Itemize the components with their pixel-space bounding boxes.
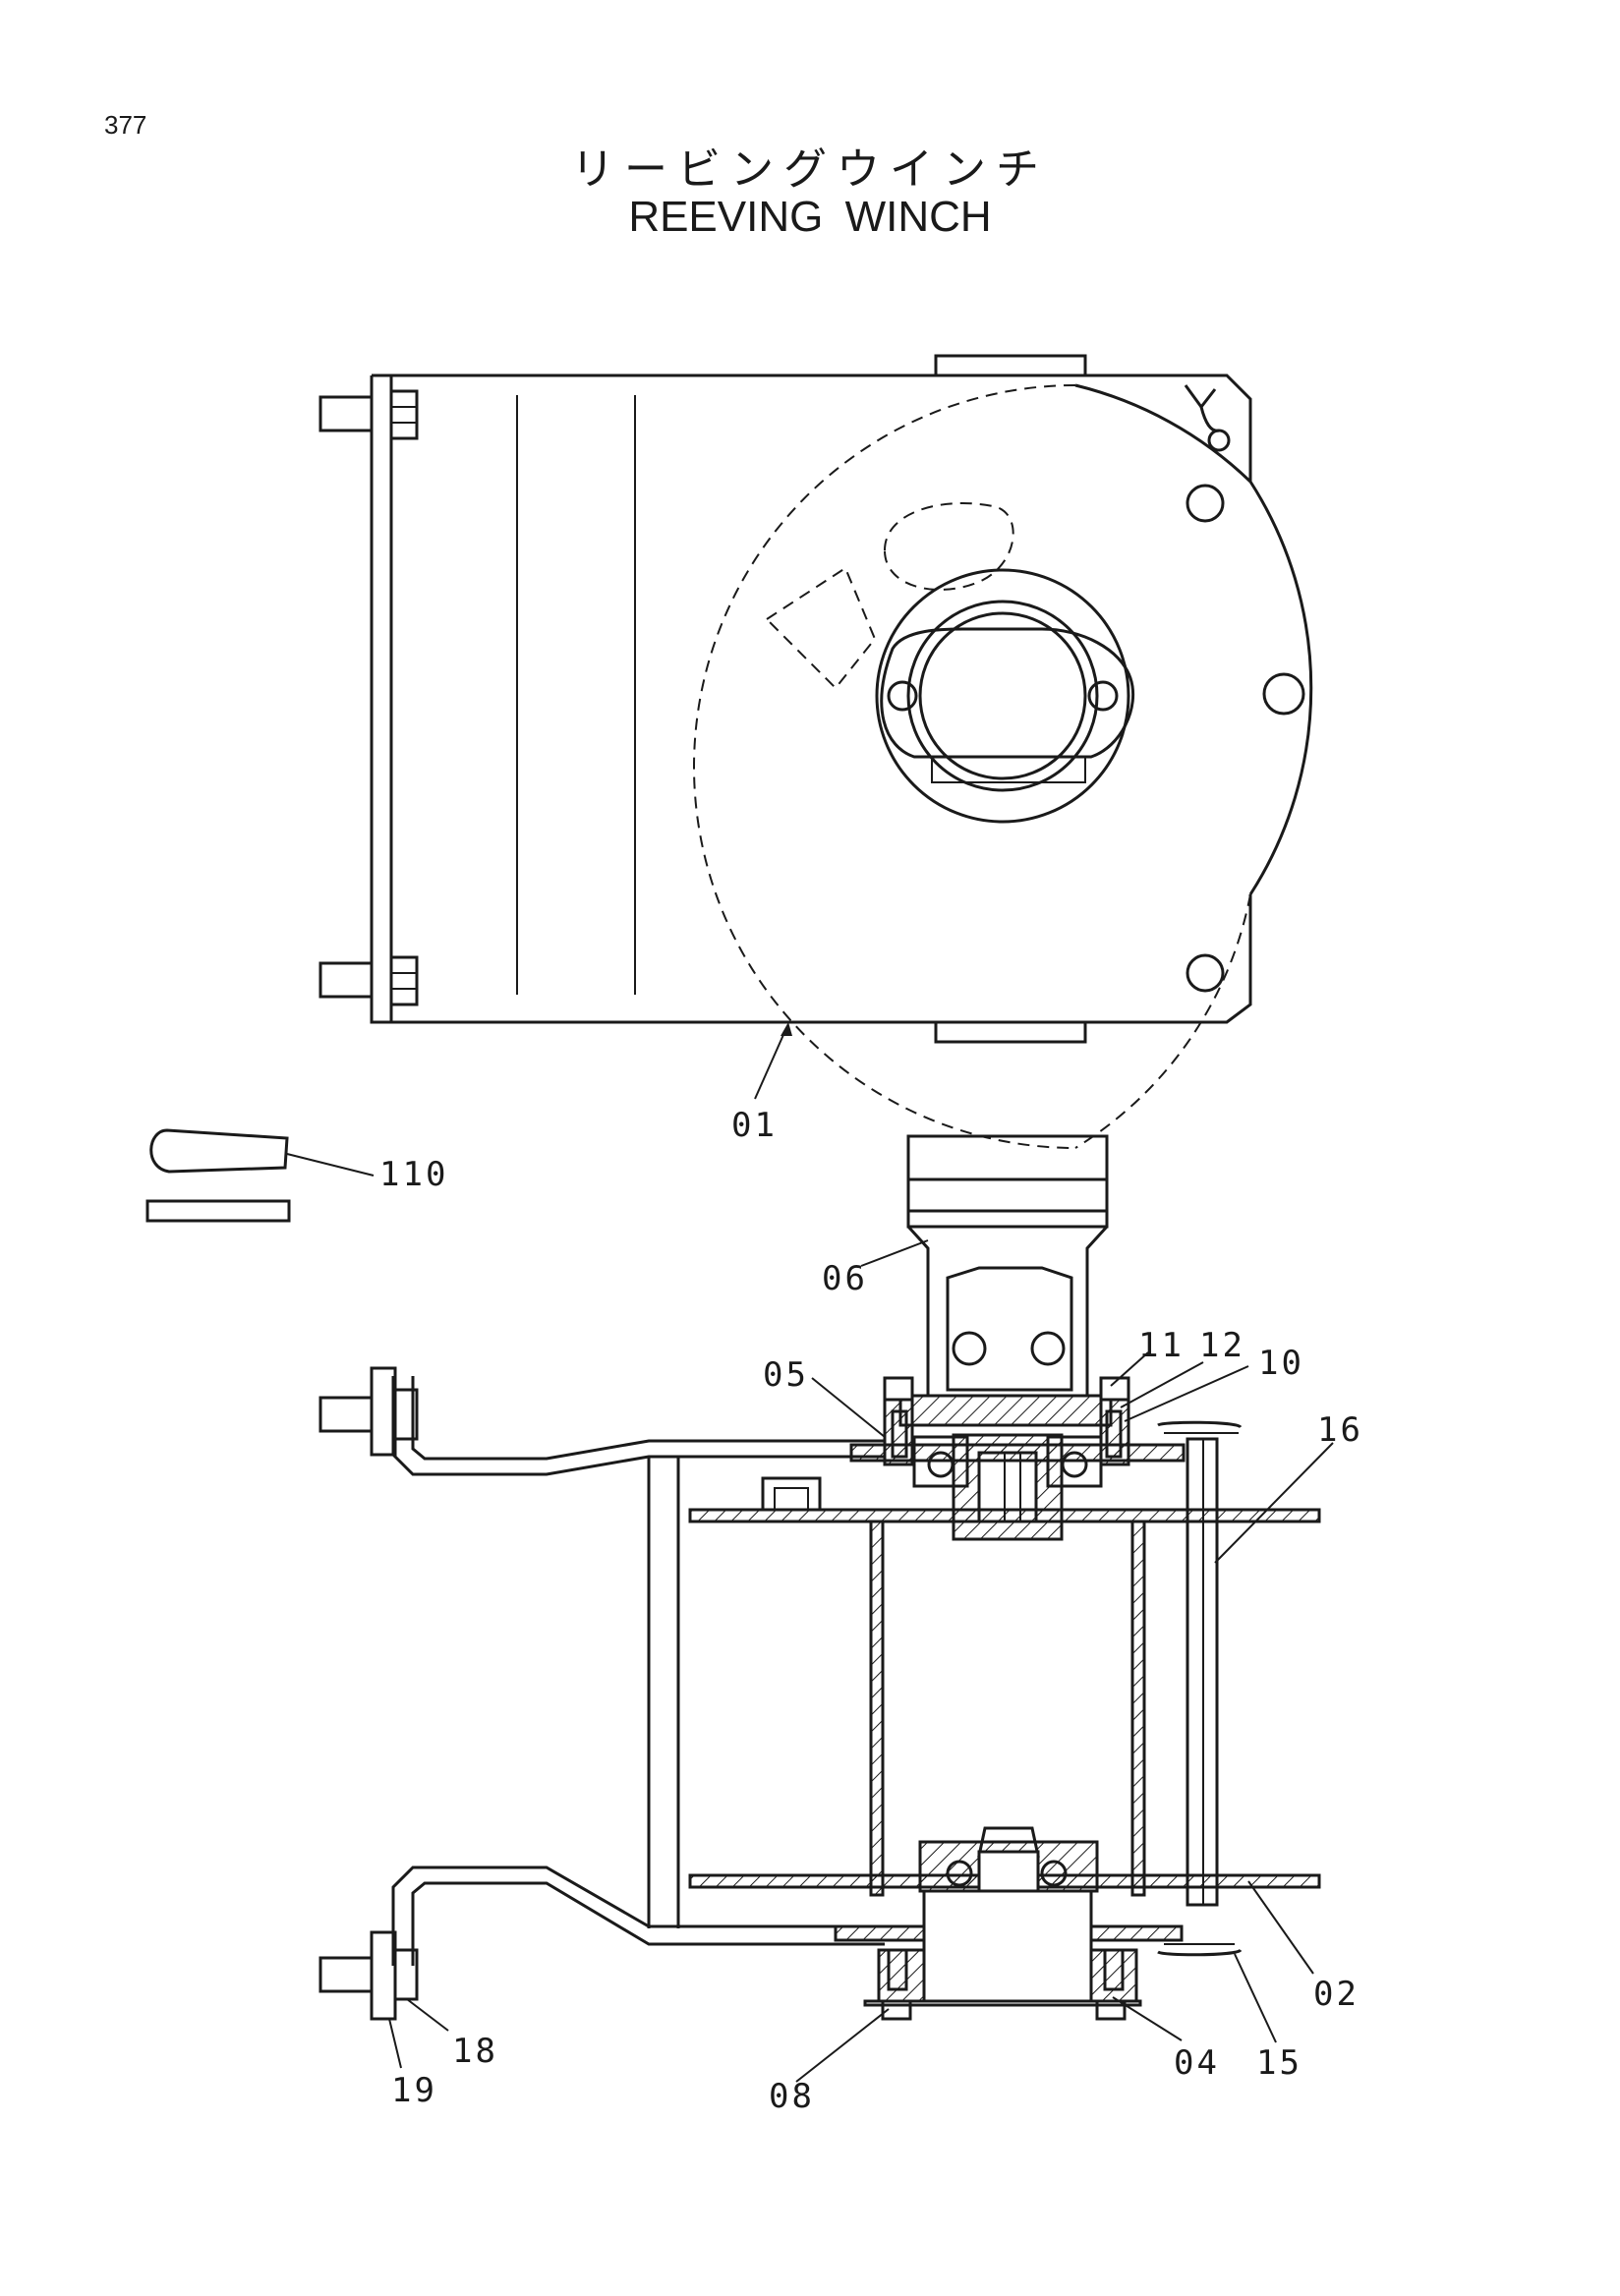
label-11: 11	[1138, 1326, 1185, 1365]
label-08: 08	[769, 2077, 815, 2116]
title-japanese: リービングウインチ	[571, 144, 1049, 195]
label-18: 18	[452, 2032, 498, 2071]
title-english: REEVING WINCH	[628, 193, 992, 241]
label-02: 02	[1313, 1975, 1360, 2014]
label-16: 16	[1317, 1410, 1363, 1450]
label-110: 110	[379, 1155, 448, 1194]
label-04: 04	[1174, 2043, 1220, 2083]
label-05: 05	[763, 1355, 809, 1395]
label-19: 19	[391, 2071, 437, 2110]
section-view	[318, 1134, 1334, 2083]
label-10: 10	[1258, 1344, 1304, 1383]
label-06: 06	[822, 1259, 868, 1298]
page-number: 377	[104, 110, 147, 140]
label-12: 12	[1199, 1326, 1245, 1365]
label-01: 01	[731, 1106, 778, 1145]
label-15: 15	[1256, 2043, 1302, 2083]
top-view	[318, 354, 1313, 1149]
handle-detail	[145, 1128, 375, 1223]
